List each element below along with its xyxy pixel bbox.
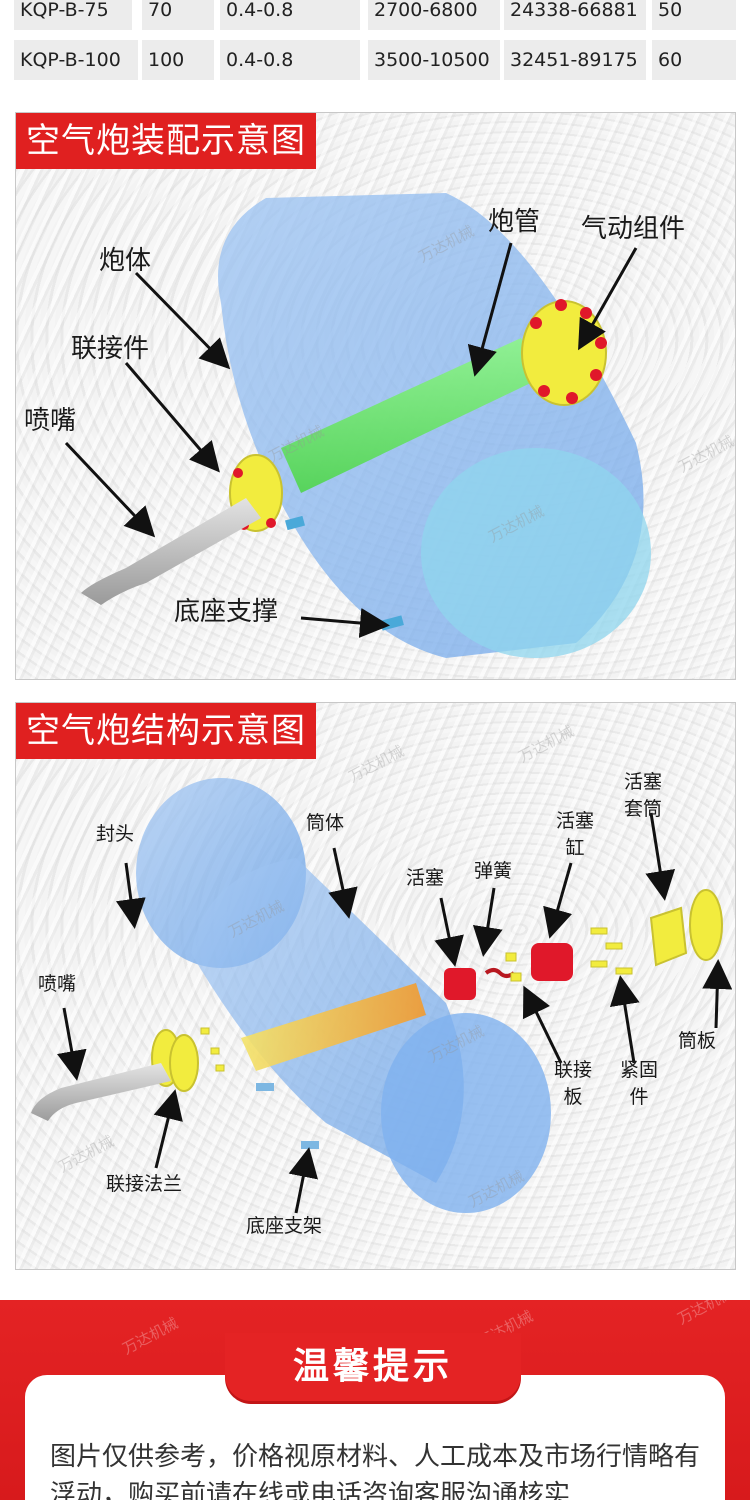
- panel-title: 空气炮结构示意图: [16, 703, 316, 759]
- table-cell: 50: [652, 0, 736, 30]
- table-cell: 100: [142, 40, 214, 80]
- flange-shape: [169, 1034, 199, 1092]
- tip-text: 图片仅供参考，价格视原材料、人工成本及市场行情略有浮动，购买前请在线或电话咨询客…: [50, 1442, 701, 1500]
- label-spring: 弹簧: [474, 860, 513, 882]
- cylinder-shape: [531, 943, 573, 981]
- label-shell: 筒体: [306, 812, 345, 834]
- structure-illustration: [31, 778, 733, 1214]
- label-flange: 联接法兰: [106, 1173, 183, 1195]
- tip-section: 温馨提示 图片仅供参考，价格视原材料、人工成本及市场行情略有浮动，购买前请在线或…: [0, 1300, 750, 1500]
- spec-table: KQP-B-75 70 0.4-0.8 2700-6800 24338-6688…: [0, 0, 750, 90]
- shell-end-shape: [381, 1013, 551, 1213]
- label-pneumatic: 气动组件: [581, 214, 686, 244]
- label-bracket: 底座支架: [246, 1215, 323, 1237]
- label-fastener: 紧固 件: [620, 1059, 659, 1108]
- assembly-illustration: [64, 193, 651, 658]
- tip-title-tab: 温馨提示: [225, 1333, 521, 1401]
- label-piston: 活塞: [406, 867, 445, 889]
- table-cell: 0.4-0.8: [220, 0, 360, 30]
- watermark: 万达机械: [674, 1300, 736, 1328]
- sleeve-shape: [649, 906, 688, 967]
- table-cell: 2700-6800: [368, 0, 500, 30]
- tip-title: 温馨提示: [292, 1346, 453, 1387]
- label-body: 炮体: [99, 246, 152, 276]
- table-row: KQP-B-100 100 0.4-0.8 3500-10500 32451-8…: [0, 40, 750, 82]
- barrel-shape: [241, 983, 426, 1071]
- table-row: KQP-B-75 70 0.4-0.8 2700-6800 24338-6688…: [0, 0, 750, 32]
- spring-shape: [484, 968, 516, 978]
- label-nozzle: 喷嘴: [24, 406, 77, 436]
- label-sleeve: 活塞 套筒: [624, 771, 663, 820]
- label-connector: 联接件: [71, 334, 150, 364]
- table-cell: 0.4-0.8: [220, 40, 360, 80]
- bracket-shape: [301, 1141, 319, 1149]
- label-barrel: 炮管: [488, 207, 541, 237]
- watermark: 万达机械: [119, 1313, 181, 1358]
- tube-plate-shape: [689, 889, 723, 961]
- table-cell: 70: [142, 0, 214, 30]
- table-cell: 24338-66881: [504, 0, 646, 30]
- pneumatic-shape: [521, 300, 607, 406]
- label-cylinder: 活塞 缸: [556, 810, 595, 859]
- table-cell: 60: [652, 40, 736, 80]
- tank-end-shape: [421, 448, 651, 658]
- table-cell: 32451-89175: [504, 40, 646, 80]
- panel-title: 空气炮装配示意图: [16, 113, 316, 169]
- table-cell: KQP-B-75: [14, 0, 132, 30]
- piston-shape: [444, 968, 476, 1000]
- label-nozzle: 喷嘴: [38, 973, 77, 995]
- label-base: 底座支撑: [174, 597, 279, 627]
- nozzle-shape: [31, 1063, 171, 1121]
- assembly-diagram-panel: 空气炮装配示意图: [15, 112, 736, 680]
- label-link-plate: 联接 板: [554, 1059, 593, 1108]
- table-cell: 3500-10500: [368, 40, 500, 80]
- table-cell: KQP-B-100: [14, 40, 138, 80]
- nozzle-shape: [81, 498, 261, 605]
- label-cap: 封头: [96, 823, 135, 845]
- structure-diagram-panel: 空气炮结构示意图: [15, 702, 736, 1270]
- label-tube-plate: 筒板: [678, 1030, 717, 1052]
